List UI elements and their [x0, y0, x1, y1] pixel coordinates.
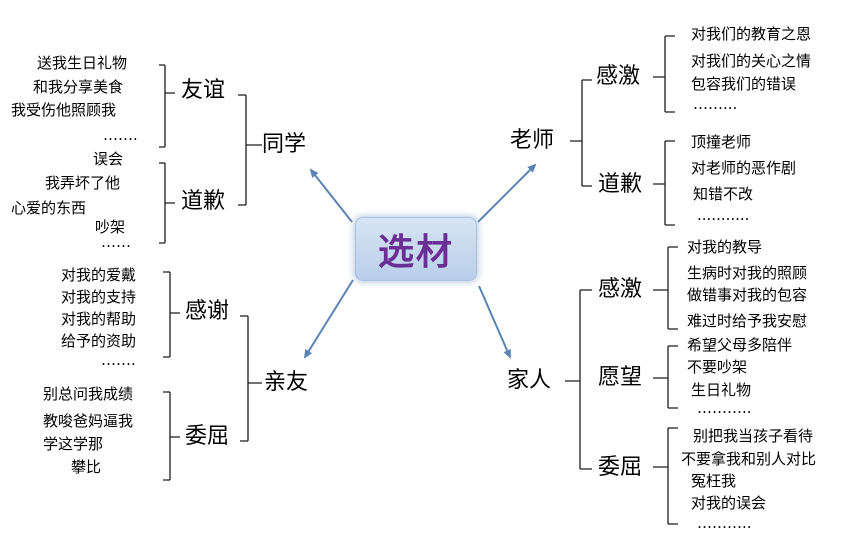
topic-relatives: 亲友 [264, 370, 309, 395]
friendship-item: 送我生日礼物 [37, 54, 128, 72]
bracket-apology-classmate [159, 162, 175, 244]
category-grievance-relative: 委屈 [185, 424, 230, 449]
friendship-item: ……. [103, 126, 138, 144]
bracket-gratitude-teacher [653, 35, 675, 113]
hope-item: 希望父母多陪伴 [687, 336, 793, 354]
category-apology-classmate: 道歉 [181, 189, 226, 214]
topic-classmates: 同学 [262, 132, 307, 157]
thanks-item: ……. [101, 351, 136, 369]
bracket-apology-teacher [653, 140, 675, 226]
bracket-family [565, 289, 592, 470]
category-gratitude-teacher: 感激 [596, 64, 641, 89]
grievance-relative-item: 攀比 [71, 458, 102, 476]
gratitude-family-item: 生病时对我的照顾 [687, 264, 808, 282]
grievance-relative-item: 学这学那 [43, 435, 104, 453]
bracket-hope [653, 345, 678, 409]
grievance-family-item: ……….. [697, 514, 752, 532]
gratitude-teacher-item: 包容我们的错误 [691, 75, 797, 93]
apology-teacher-item: 对老师的恶作剧 [691, 159, 797, 177]
friendship-item: 我受伤他照顾我 [11, 101, 117, 119]
category-thanks: 感谢 [185, 299, 230, 324]
category-apology-teacher: 道歉 [598, 172, 643, 197]
bracket-classmates [238, 94, 262, 206]
category-grievance-family: 委屈 [598, 455, 643, 480]
gratitude-teacher-item: ……... [693, 95, 738, 113]
bracket-grievance-relative [163, 391, 180, 481]
center-title: 选材 [377, 232, 454, 273]
topic-family: 家人 [507, 368, 552, 393]
gratitude-teacher-item: 对我们的关心之情 [691, 52, 812, 70]
grievance-family-item: 对我的误会 [691, 494, 767, 512]
bracket-friendship [159, 64, 175, 148]
arrow-to-classmates [309, 168, 353, 223]
hope-item: 不要吵架 [687, 358, 748, 376]
bracket-grievance-family [653, 427, 678, 525]
arrow-to-family [478, 285, 511, 359]
apology-classmate-item: 心爱的东西 [11, 199, 87, 217]
hope-item: 生日礼物 [691, 381, 752, 399]
apology-classmate-item: 我弄坏了他 [45, 174, 121, 192]
center-node: 选材 [355, 217, 477, 281]
apology-classmate-item: 误会 [93, 150, 124, 168]
thanks-item: 对我的爱戴 [61, 266, 137, 284]
apology-classmate-item: …… [101, 233, 131, 251]
apology-teacher-item: 顶撞老师 [691, 133, 752, 151]
grievance-family-item: 别把我当孩子看待 [693, 427, 814, 445]
grievance-family-item: 不要拿我和别人对比 [681, 450, 817, 468]
arrow-to-relatives [303, 279, 354, 359]
gratitude-family-item: 对我的教导 [687, 238, 763, 256]
thanks-item: 对我的帮助 [61, 310, 137, 328]
bracket-gratitude-family [653, 246, 678, 330]
gratitude-family-item: 难过时给予我安慰 [687, 312, 808, 330]
grievance-relative-item: 教唆爸妈逼我 [43, 412, 134, 430]
bracket-thanks [163, 271, 180, 358]
topic-teachers: 老师 [510, 128, 555, 153]
category-friendship: 友谊 [181, 78, 226, 103]
category-hope: 愿望 [598, 365, 643, 390]
thanks-item: 对我的支持 [61, 288, 137, 306]
apology-teacher-item: 知错不改 [693, 185, 754, 203]
apology-teacher-item: ........... [697, 206, 750, 224]
hope-item: ……….. [697, 399, 752, 417]
friendship-item: 和我分享美食 [33, 78, 124, 96]
apology-classmate-item: 吵架 [95, 218, 126, 236]
thanks-item: 给予的资助 [61, 332, 137, 350]
category-gratitude-family: 感激 [598, 277, 643, 302]
arrow-to-teachers [477, 163, 537, 223]
bracket-teachers [570, 79, 592, 187]
grievance-family-item: 冤枉我 [691, 472, 737, 490]
gratitude-family-item: 做错事对我的包容 [687, 286, 808, 304]
gratitude-teacher-item: 对我们的教育之恩 [691, 25, 812, 43]
bracket-relatives [240, 315, 262, 442]
grievance-relative-item: 别总问我成绩 [43, 385, 134, 403]
